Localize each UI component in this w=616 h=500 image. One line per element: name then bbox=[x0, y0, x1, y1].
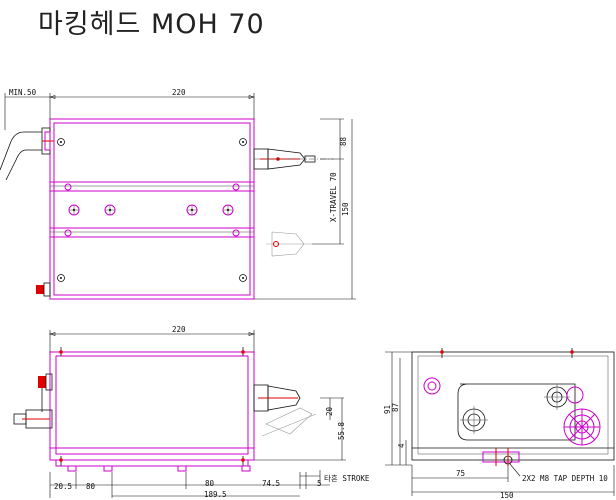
dim-bottom-80a: 80 bbox=[86, 482, 96, 491]
top-view-housing bbox=[49, 118, 255, 300]
top-view-holes bbox=[57, 138, 247, 282]
dim-side-87: 87 bbox=[391, 403, 400, 412]
dim-top-88: 88 bbox=[339, 136, 348, 146]
top-view-dimensions: MIN.50 220 88 X-TRAVEL 70 150 bbox=[4, 88, 356, 300]
dim-front-55-8: 55.8 bbox=[337, 421, 346, 440]
dim-tap-note: 2X2 M8 TAP DEPTH 10 bbox=[522, 474, 608, 483]
dim-bottom-80b: 80 bbox=[205, 479, 215, 488]
dim-bottom-5: 5 bbox=[317, 479, 322, 488]
dim-bottom-189-5: 189.5 bbox=[204, 490, 227, 499]
side-view-housing bbox=[411, 351, 615, 461]
dim-side-4: 4 bbox=[397, 443, 406, 448]
dim-side-91: 91 bbox=[383, 405, 392, 414]
dim-bottom-74-5: 74.5 bbox=[262, 479, 280, 488]
side-view-dimensions: 91 87 4 75 150 2X2 M8 TAP DEPTH 10 bbox=[383, 351, 615, 500]
page-title: 마킹헤드 MOH 70 bbox=[38, 9, 265, 40]
front-view bbox=[13, 347, 317, 472]
cable-connector bbox=[0, 127, 54, 297]
dim-side-150: 150 bbox=[500, 491, 514, 500]
dim-side-75: 75 bbox=[456, 469, 465, 478]
dim-stroke: 타흔 STROKE bbox=[324, 473, 370, 483]
dim-front-20: 20 bbox=[325, 406, 334, 416]
dim-top-150: 150 bbox=[341, 202, 350, 216]
dim-x-travel: X-TRAVEL 70 bbox=[329, 172, 338, 222]
marking-pin-head bbox=[253, 148, 316, 257]
dim-bottom-20-5: 20.5 bbox=[54, 482, 72, 491]
front-view-dimensions: 220 20 55.8 타흔 STROKE 20.5 80 80 74.5 5 … bbox=[48, 325, 370, 499]
top-view bbox=[0, 118, 334, 300]
dim-top-width: 220 bbox=[172, 88, 186, 97]
side-view bbox=[411, 348, 615, 466]
front-view-housing bbox=[49, 351, 255, 461]
dim-front-width: 220 bbox=[172, 325, 186, 334]
dim-min-50: MIN.50 bbox=[9, 88, 37, 97]
